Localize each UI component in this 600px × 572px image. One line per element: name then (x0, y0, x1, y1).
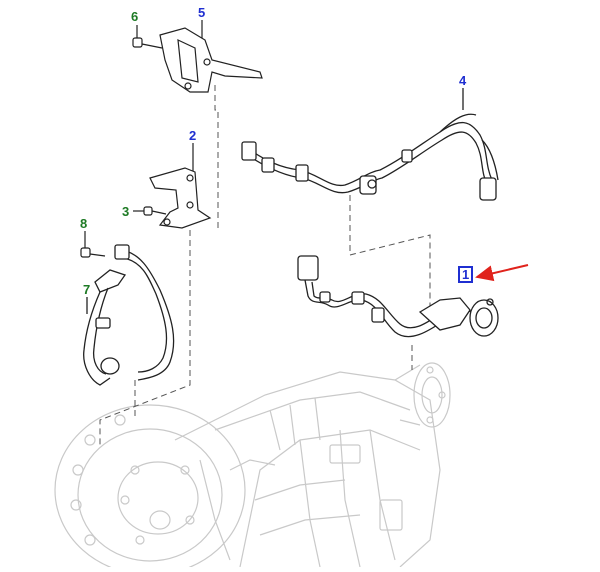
part-4-upper-harness (241, 88, 499, 201)
pointer-arrow (475, 264, 529, 282)
callout-1-highlighted[interactable]: 1 (458, 266, 474, 283)
part-3-bolt (133, 206, 167, 216)
callout-7: 7 (83, 282, 91, 297)
part-7-cable (83, 244, 175, 386)
transmission-ghost (54, 362, 451, 572)
callout-6: 6 (131, 9, 139, 24)
leader-lines (99, 85, 431, 445)
part-1-lower-harness (297, 255, 499, 338)
part-6-bolt (132, 25, 163, 49)
part-8-bolt (80, 231, 106, 258)
callout-8: 8 (80, 216, 88, 231)
callout-2: 2 (189, 128, 197, 143)
part-5-bracket (159, 20, 263, 93)
callout-3: 3 (122, 204, 130, 219)
callout-5: 5 (198, 5, 206, 20)
callout-4: 4 (459, 73, 467, 88)
part-2-bracket (149, 143, 212, 229)
